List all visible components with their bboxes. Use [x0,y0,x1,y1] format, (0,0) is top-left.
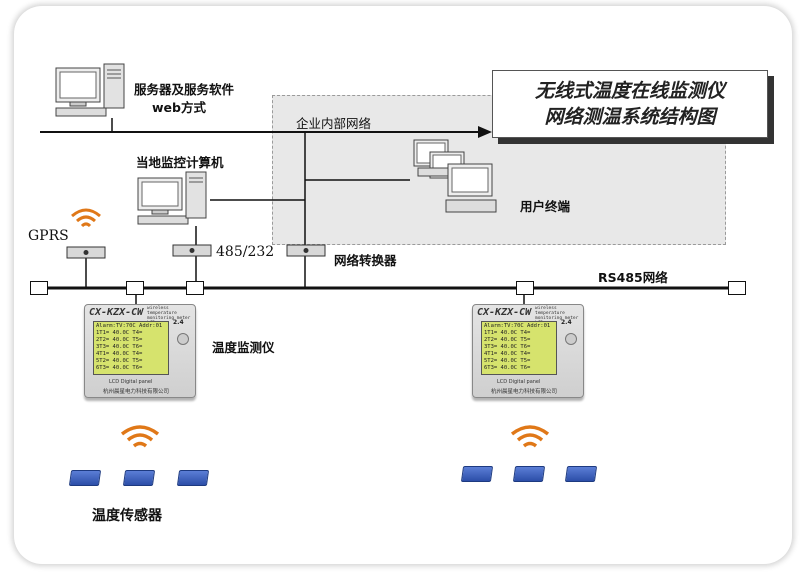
screen-row: 3T3= 40.0C T6= [484,344,531,350]
screen-row: 5T2= 40.0C T5= [96,358,143,364]
title-line-1: 无线式温度在线监测仪 [534,80,725,102]
temperature-monitor-1: CX-KZX-CW wireless temperature monitorin… [84,304,196,398]
screen-row: 5T2= 40.0C T5= [484,358,531,364]
monitor-brand: CX-KZX-CW [89,307,144,318]
screen-row: 2T2= 40.0C T5= [96,337,143,343]
gprs-wifi-icon [71,208,101,228]
screen-row: 3T3= 40.0C T6= [96,344,143,350]
temperature-sensor [122,470,156,486]
screen-header: Alarm:TV:70C Addr:01 [484,323,551,329]
monitor-header: CX-KZX-CW wireless temperature monitorin… [473,305,583,326]
monitor-led-icon [177,333,189,345]
temperature-sensor [512,466,546,482]
server-computer-icon [55,63,125,117]
server-label: 服务器及服务软件 [134,82,235,97]
screen-row: 6T3= 40.0C T6= [484,365,531,371]
temperature-monitor-2: CX-KZX-CW wireless temperature monitorin… [472,304,584,398]
user-terminal-icon [413,139,497,213]
screen-row: 1T1= 40.0C T4= [96,330,143,336]
monitor-panel-label: LCD Digital panel [109,379,153,385]
network-converter-icon [286,244,326,257]
bus-junction [126,281,144,295]
temperature-sensor [68,470,102,486]
local-pc-label: 当地监控计算机 [136,155,224,170]
screen-row: 1T1= 40.0C T4= [484,330,531,336]
bus-junction [516,281,534,295]
monitor-header: CX-KZX-CW wireless temperature monitorin… [85,305,195,326]
title-line-2: 网络测温系统结构图 [544,106,716,128]
screen-row: 4T1= 40.0C T4= [484,351,531,357]
monitor-panel-label: LCD Digital panel [497,379,541,385]
converter-485-icon [172,244,212,257]
bus-junction [186,281,204,295]
screen-row: 2T2= 40.0C T5= [484,337,531,343]
local-pc-icon [137,171,207,225]
screen-header: Alarm:TV:70C Addr:01 [96,323,163,329]
sensor-label: 温度传感器 [92,508,162,524]
rs485-label: RS485网络 [598,270,668,285]
monitor-version: 2.4 [561,319,572,326]
gprs-label: GPRS [28,228,69,244]
monitor-brand: CX-KZX-CW [477,307,532,318]
gprs-module-icon [66,246,106,259]
monitor-company: 杭州晨星电力科技有限公司 [491,389,558,395]
converter-485-label: 485/232 [216,244,275,260]
bus-end-right [728,281,746,295]
screen-row: 4T1= 40.0C T4= [96,351,143,357]
temperature-sensor [460,466,494,482]
user-terminal-label: 用户终端 [520,199,571,214]
screen-row: 6T3= 40.0C T6= [96,365,143,371]
monitor-label: 温度监测仪 [212,340,275,355]
monitor-version: 2.4 [173,319,184,326]
network-converter-label: 网络转换器 [334,253,397,268]
monitor-led-icon [565,333,577,345]
temperature-sensor [564,466,598,482]
bus-end-left [30,281,48,295]
sensor-wifi-icon [120,425,160,448]
intranet-label: 企业内部网络 [296,116,372,131]
web-label: web方式 [152,100,206,115]
diagram-title: 无线式温度在线监测仪 网络测温系统结构图 [492,70,768,138]
monitor-screen: Alarm:TV:70C Addr:01 1T1= 40.0C T4= 2T2=… [481,321,557,375]
temperature-sensor [176,470,210,486]
sensor-wifi-icon [510,425,550,448]
monitor-company: 杭州晨星电力科技有限公司 [103,389,170,395]
monitor-screen: Alarm:TV:70C Addr:01 1T1= 40.0C T4= 2T2=… [93,321,169,375]
